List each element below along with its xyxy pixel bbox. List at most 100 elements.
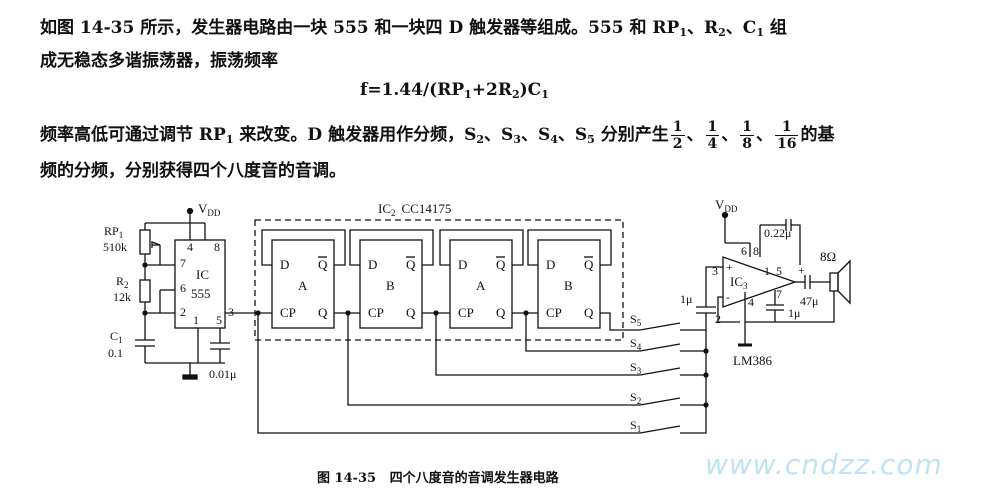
r2-value: 12k — [113, 290, 131, 304]
pin-label: 5 — [216, 313, 222, 327]
text-run: 频的分频，分别获得四个八度音的音调。 — [40, 161, 346, 181]
ff-d-label: D — [280, 257, 289, 272]
formula-part: f=1.44/(RP — [360, 80, 465, 100]
feedback-wire — [527, 229, 612, 266]
input-minus: - — [726, 290, 730, 304]
switch-s2[interactable]: S2 — [630, 390, 681, 406]
ff-qbar-label: Q — [318, 257, 328, 272]
switch-blade — [639, 322, 681, 331]
text-run: 频率高低可通过调节 RP — [40, 125, 226, 145]
pin-label: 6 — [741, 244, 747, 258]
wire — [525, 313, 640, 352]
ff-qbar-label: Q — [584, 257, 594, 272]
ic3-label: IC3 — [730, 274, 748, 291]
circuit-schematic: VDD IC 555 4 8 7 6 2 1 5 3 RP1 510k R2 1… — [103, 197, 851, 434]
separator: 、 — [756, 125, 773, 145]
vdd-node-555 — [186, 207, 194, 215]
pin-label: 4 — [748, 295, 754, 309]
wiper-arrow — [151, 241, 161, 248]
ff-cp-label: CP — [368, 305, 384, 320]
ff-q-label: Q — [496, 305, 506, 320]
pin-label: 7 — [180, 256, 186, 270]
fraction-denominator: 16 — [777, 136, 797, 152]
switch-network: S5 S4 S3 S2 S1 — [257, 312, 709, 434]
r2-label: R2 — [116, 274, 129, 290]
ff-name: A — [298, 278, 308, 293]
text-run: 、R — [687, 18, 719, 38]
paragraph-1-line-2: 成无稳态多谐振荡器，振荡频率 — [40, 45, 960, 78]
input-plus: + — [726, 260, 733, 274]
fraction-denominator: 4 — [707, 136, 718, 152]
subscript: 1 — [679, 26, 687, 39]
switch-s4[interactable]: S4 — [630, 336, 681, 352]
wire — [705, 266, 723, 307]
subscript: 1 — [756, 26, 764, 39]
subscript: 2 — [476, 133, 485, 146]
pin-label: 1 — [764, 264, 770, 278]
ic2-package-outline — [254, 219, 624, 341]
ff-name: B — [564, 278, 573, 293]
switch-label: S3 — [630, 360, 642, 376]
text-run: 、S — [557, 125, 588, 145]
pin-label: 2 — [180, 305, 186, 319]
switch-blade — [639, 343, 681, 352]
wire — [717, 296, 740, 323]
pin-label: 8 — [214, 240, 220, 254]
pin-label: 6 — [180, 281, 186, 295]
fraction-denominator: 8 — [742, 136, 752, 152]
cap-47u-label: 47μ — [800, 294, 818, 308]
subscript: 4 — [550, 133, 558, 146]
subscript: 1 — [225, 133, 234, 146]
ff-name: B — [386, 278, 395, 293]
text-run: 如图 14-35 所示，发生器电路由一块 555 和一块四 D 触发器等组成。5… — [40, 18, 680, 38]
ff-d-label: D — [368, 257, 377, 272]
feedback-wire — [261, 229, 346, 266]
cap-022-label: 0.22μ — [764, 226, 791, 240]
wire — [600, 312, 640, 331]
flip-flop-4: D Q B CP Q — [512, 229, 612, 329]
vdd-label-amp: VDD — [715, 197, 738, 214]
subscript: 3 — [513, 133, 521, 146]
speaker-cone — [837, 259, 851, 305]
wire — [745, 310, 776, 323]
node — [703, 348, 709, 354]
cap-plus: + — [798, 263, 805, 277]
fraction-numerator: 1 — [670, 119, 685, 136]
ground-symbol — [182, 374, 198, 380]
ff-cp-label: CP — [458, 305, 474, 320]
wire — [347, 313, 640, 406]
flip-flop-1: D Q A CP Q — [261, 229, 346, 329]
text-run: 、S — [520, 125, 551, 145]
text-run: 组 — [763, 18, 787, 38]
paragraph-2-line-2: 频的分频，分别获得四个八度音的音调。 — [40, 155, 960, 188]
ff-body — [271, 239, 335, 329]
lm386-label: LM386 — [733, 353, 773, 368]
ff-cp-label: CP — [546, 305, 562, 320]
vdd-label-555: VDD — [198, 201, 221, 218]
formula-part: )C — [519, 80, 542, 100]
lm386-amplifier — [722, 256, 797, 308]
speaker-icon — [829, 272, 839, 292]
switch-s3[interactable]: S3 — [630, 360, 681, 376]
fraction-denominator: 2 — [672, 136, 683, 152]
switch-s5[interactable]: S5 — [630, 312, 681, 331]
subscript: 1 — [541, 88, 549, 101]
pin-label: 7 — [776, 287, 782, 301]
ff-body — [537, 239, 601, 329]
switch-label: S2 — [630, 390, 641, 406]
pin-label: 3 — [712, 264, 718, 278]
switch-label: S1 — [630, 418, 641, 434]
paragraph-1-line-1: 如图 14-35 所示，发生器电路由一块 555 和一块四 D 触发器等组成。5… — [40, 12, 960, 49]
ff-d-label: D — [458, 257, 467, 272]
subscript: 5 — [587, 133, 595, 146]
rp1-value: 510k — [103, 240, 127, 254]
subscript: 2 — [718, 26, 726, 39]
ff-q-label: Q — [584, 305, 594, 320]
ff-qbar-label: Q — [406, 257, 416, 272]
switch-s1[interactable]: S1 — [630, 418, 681, 434]
ff-qbar-label: Q — [496, 257, 506, 272]
ic555-section: VDD IC 555 4 8 7 6 2 1 5 3 RP1 510k R2 1… — [103, 201, 270, 381]
